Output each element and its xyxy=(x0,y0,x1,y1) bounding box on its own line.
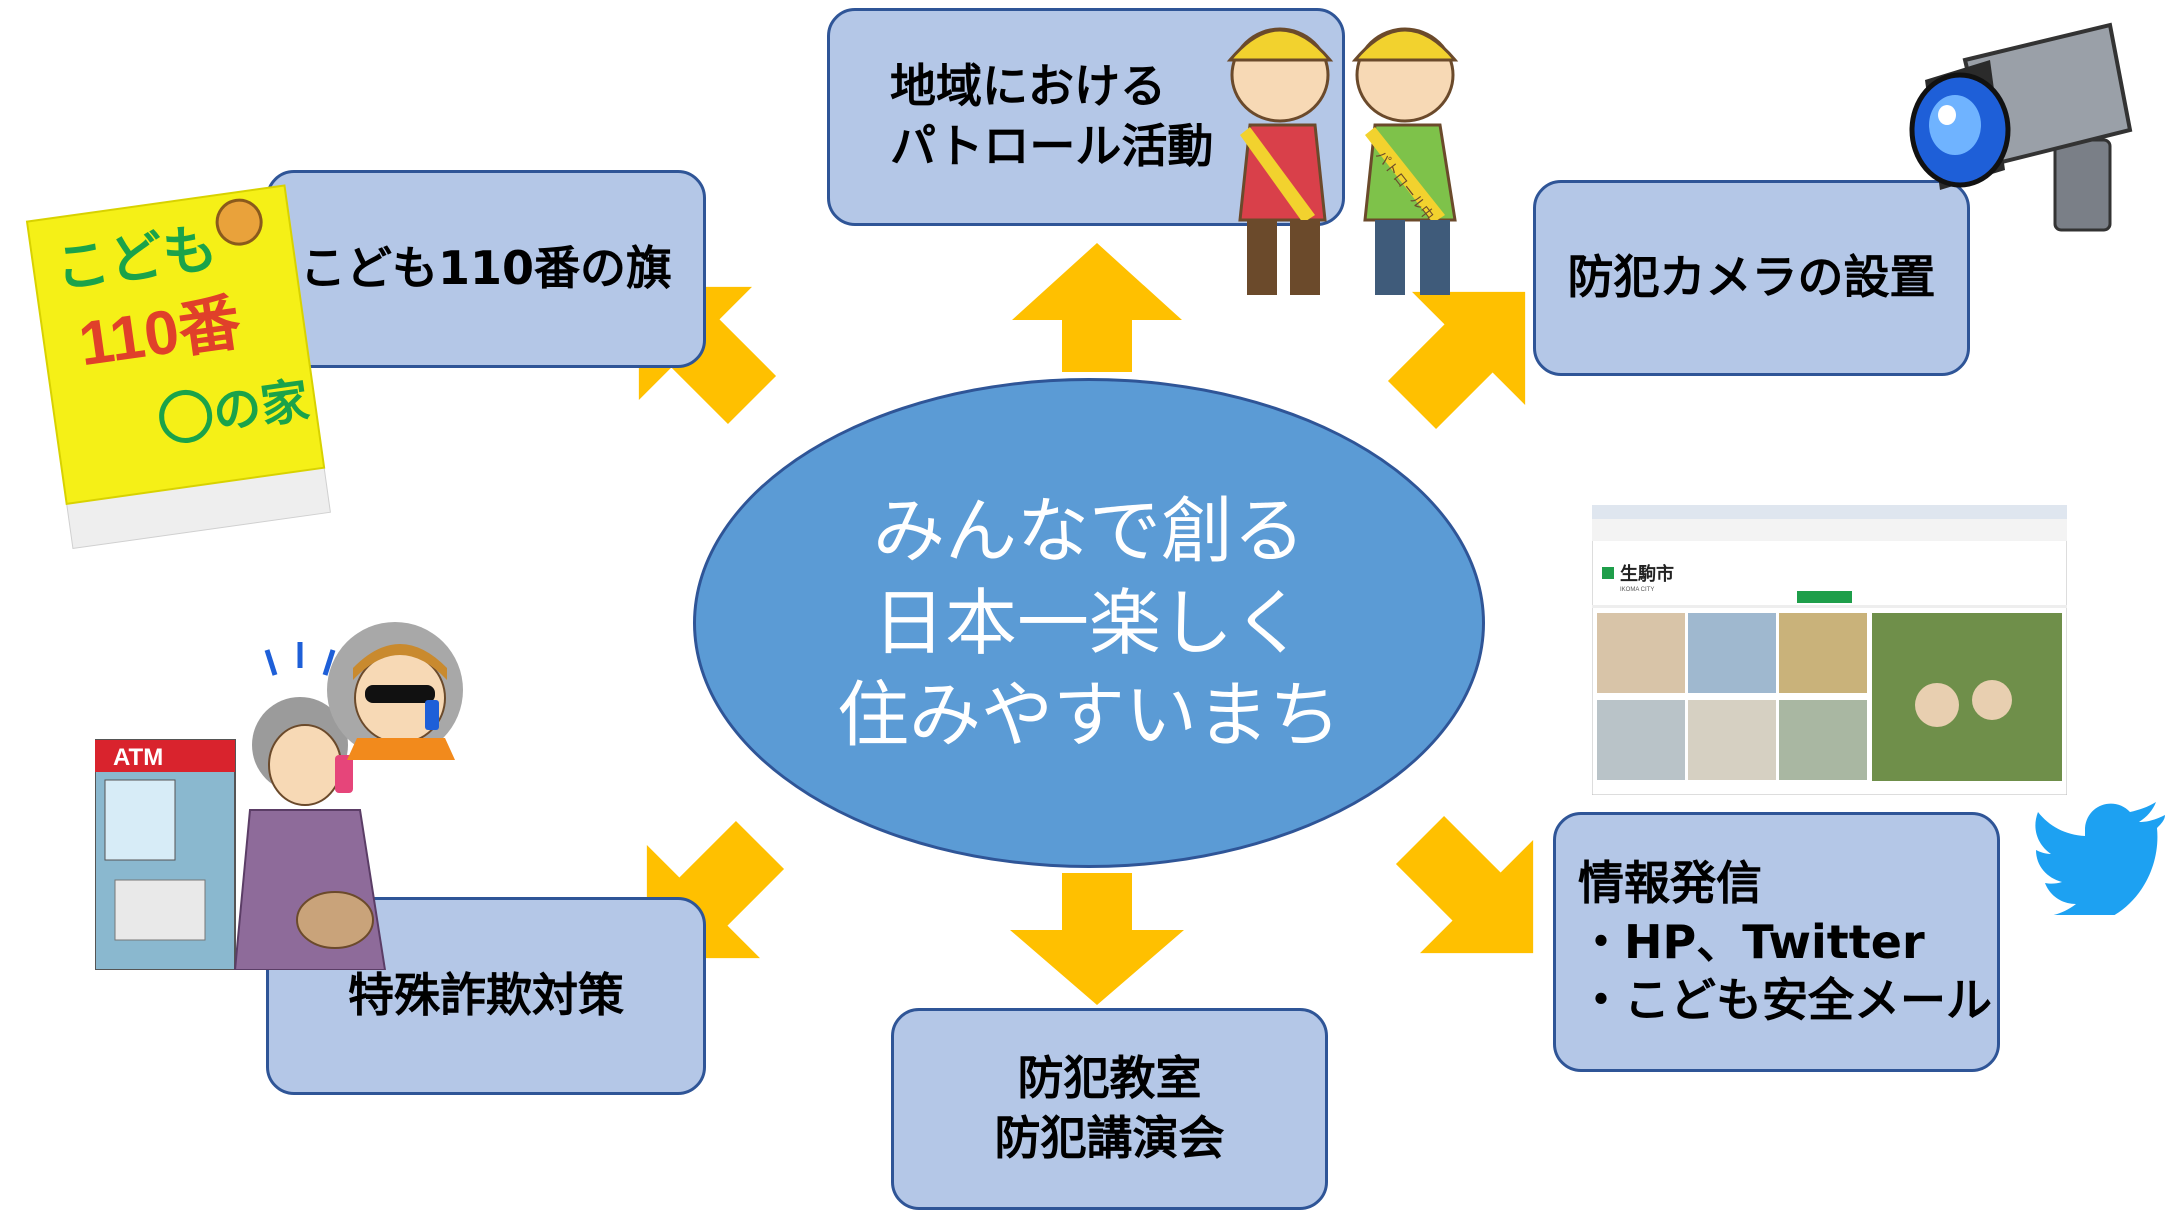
center-line-2: 日本一楽しく xyxy=(872,580,1305,665)
camera-box: 防犯カメラの設置 xyxy=(1533,180,1970,376)
security-camera-icon xyxy=(1909,22,2133,232)
arrow-lower-right xyxy=(1395,815,1534,954)
atm-sign-text: ATM xyxy=(113,744,163,771)
website-city-name: 生駒市 xyxy=(1620,563,1674,584)
info-line-2: ・HP、Twitter xyxy=(1578,914,1925,969)
flag-sign-line-3: の家 xyxy=(210,374,312,440)
fraud-label: 特殊詐欺対策 xyxy=(348,968,624,1023)
info-line-1: 情報発信 xyxy=(1578,855,1762,910)
central-vision-ellipse: みんなで創る 日本一楽しく 住みやすいまち xyxy=(693,378,1485,868)
arrow-upper-right xyxy=(1387,291,1526,430)
center-line-1: みんなで創る xyxy=(872,488,1305,573)
arrow-down xyxy=(1010,873,1184,1005)
patrol-box: 地域における パトロール活動 xyxy=(827,8,1345,226)
flag-label: こども110番の旗 xyxy=(299,241,673,296)
website-city-sub: IKOMA CITY xyxy=(1620,587,1654,593)
flag-box: こども110番の旗 xyxy=(266,170,706,368)
patrol-line-2: パトロール活動 xyxy=(890,119,1214,173)
classes-line-2: 防犯講演会 xyxy=(994,1111,1225,1165)
camera-label: 防犯カメラの設置 xyxy=(1567,250,1936,305)
info-box: 情報発信 ・HP、Twitter ・こども安全メール xyxy=(1553,812,2000,1072)
info-line-3: ・こども安全メール xyxy=(1578,973,1992,1028)
arrow-up xyxy=(1012,243,1182,372)
atm-fraud-call-icon: ATM xyxy=(95,622,463,970)
center-line-3: 住みやすいまち xyxy=(836,673,1341,758)
smile-face-icon xyxy=(159,389,213,443)
website-screenshot-icon: 生駒市 IKOMA CITY xyxy=(1592,505,2067,795)
patrol-children-icon: パトロール中 xyxy=(1226,27,1459,295)
classes-box: 防犯教室 防犯講演会 xyxy=(891,1008,1328,1210)
giraffe-mascot-icon xyxy=(215,198,263,246)
patrol-line-1: 地域における xyxy=(890,59,1166,114)
classes-line-1: 防犯教室 xyxy=(1017,1051,1202,1106)
kodomo-110-flag-icon: こども 110番 の家 xyxy=(25,184,331,550)
twitter-bird-icon xyxy=(2035,802,2165,915)
